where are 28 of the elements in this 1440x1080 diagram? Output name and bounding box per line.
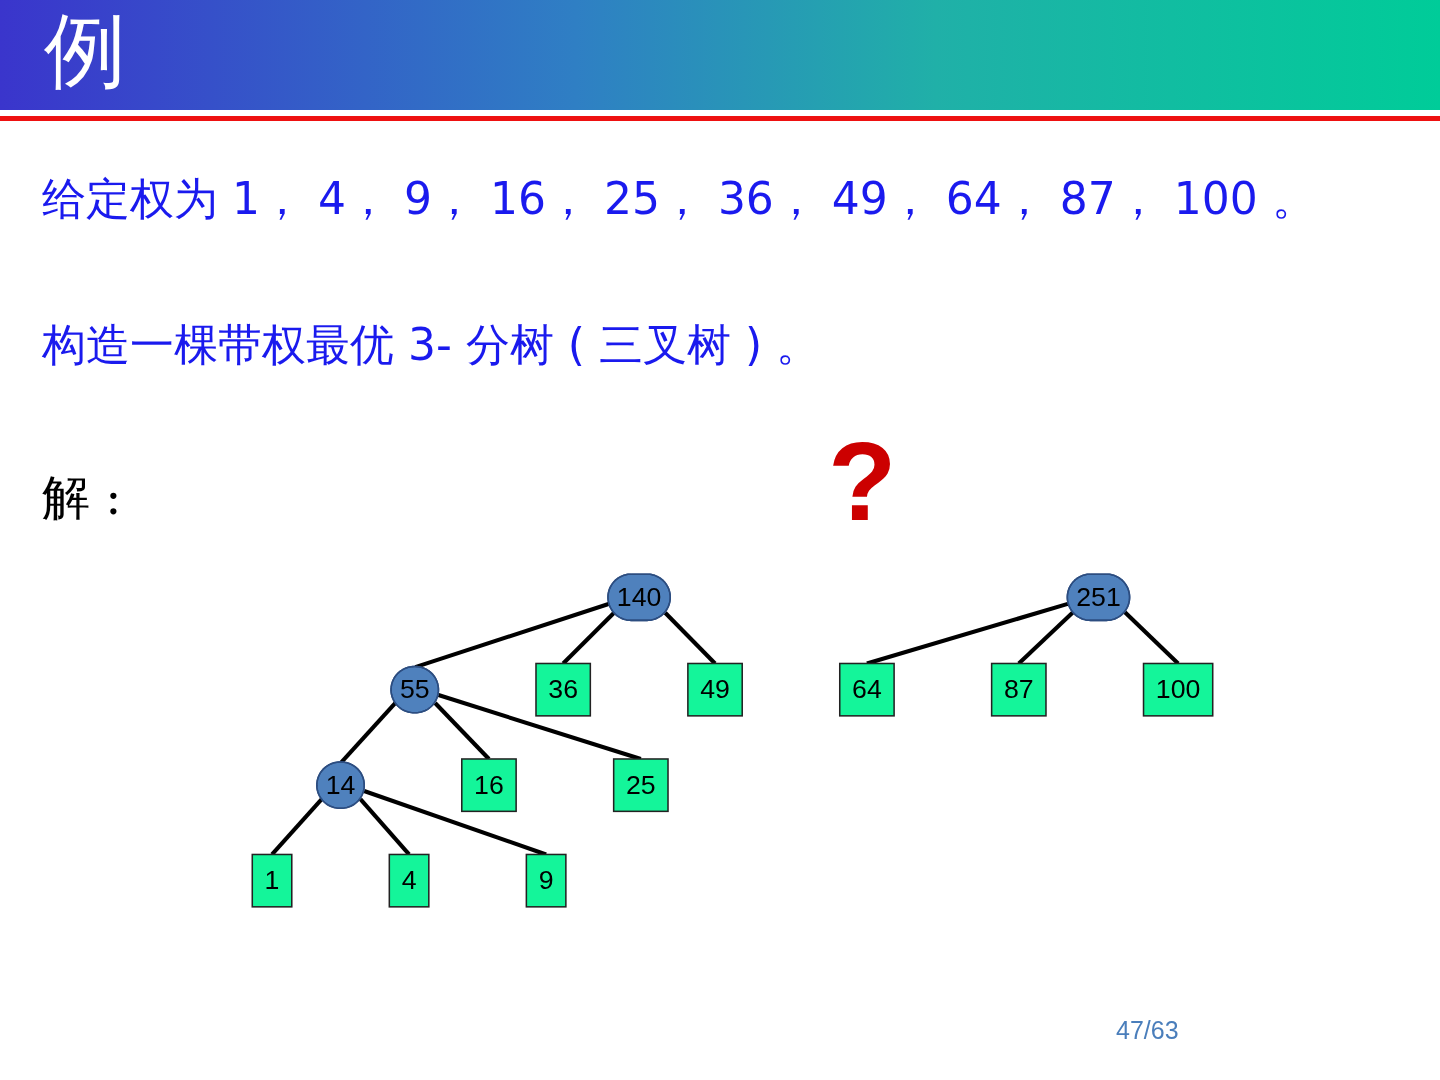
box-node: 16 [461, 758, 517, 813]
ellipse-node: 140 [607, 573, 671, 622]
solution-label: 解 : [42, 468, 122, 527]
box-node: 49 [687, 662, 743, 717]
ellipse-node: 55 [390, 665, 440, 714]
box-node: 87 [990, 662, 1047, 717]
connector-line [270, 797, 324, 856]
connector-line [561, 611, 616, 665]
connector-line [1123, 610, 1180, 665]
problem-text: 构造一棵带权最优 3- 分树 ( 三叉树 ) 。 [42, 318, 821, 372]
connector-line [414, 601, 610, 670]
ellipse-node: 251 [1066, 573, 1131, 622]
slide-title: 例 [44, 5, 126, 99]
connector-line [1017, 610, 1075, 665]
box-node: 9 [525, 853, 567, 908]
box-node: 4 [388, 853, 430, 908]
question-mark: ? [828, 420, 897, 544]
box-node: 1 [251, 853, 293, 908]
connector-line [663, 611, 717, 665]
connector-line [358, 797, 411, 856]
connector-line [339, 701, 397, 764]
box-node: 100 [1142, 662, 1214, 717]
box-node: 36 [535, 662, 592, 717]
box-node: 64 [839, 662, 895, 717]
box-node: 25 [612, 758, 669, 813]
ellipse-node: 14 [316, 761, 365, 810]
page-number: 47/63 [1116, 1015, 1179, 1046]
problem-text: 给定权为 1， 4， 9， 16， 25， 36， 49， 64， 87， 100 。 [42, 172, 1317, 226]
